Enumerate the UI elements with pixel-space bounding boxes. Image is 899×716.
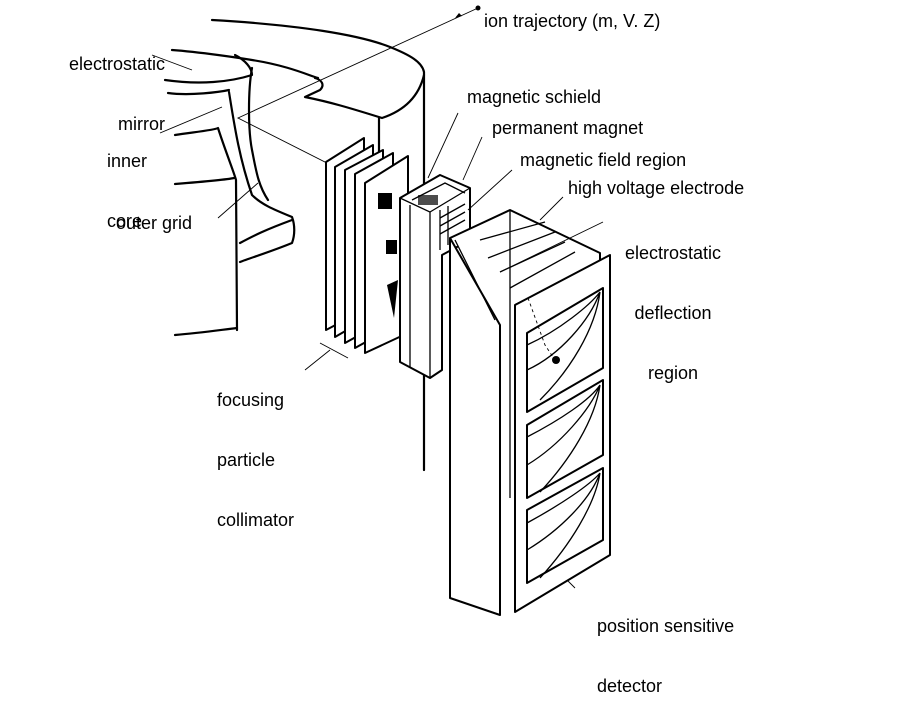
label-line: inner (107, 151, 148, 171)
electrostatic-mirror (163, 18, 426, 472)
leader-lines (151, 54, 604, 589)
label-magnetic-field-region: magnetic field region (520, 150, 687, 170)
label-line: collimator (217, 510, 295, 530)
label-line: position sensitive (597, 616, 735, 636)
label-line: deflection (634, 303, 712, 323)
label-line: region (647, 363, 699, 383)
label-electrostatic-mirror: electrostatic mirror (20, 14, 165, 154)
label-line: mirror (118, 114, 165, 134)
label-line: electrostatic (68, 54, 165, 74)
label-line: core (107, 211, 143, 231)
label-line: detector (597, 676, 663, 696)
position-sensitive-detector (514, 254, 611, 613)
label-line: electrostatic (624, 243, 722, 263)
label-ion-trajectory: ion trajectory (m, V. Z) (484, 11, 661, 31)
label-permanent-magnet: permanent magnet (492, 118, 644, 138)
label-magnetic-shield: magnetic schield (467, 87, 602, 107)
label-line: focusing (217, 390, 285, 410)
label-outer-grid: outer grid (116, 213, 193, 233)
instrument-diagram (151, 5, 611, 616)
focusing-collimator-plates (325, 137, 409, 354)
label-electrostatic-deflection-region: electrostatic deflection region (608, 203, 738, 403)
label-line: particle (217, 450, 276, 470)
label-position-sensitive-detector: position sensitive detector (597, 576, 734, 716)
label-high-voltage-electrode: high voltage electrode (568, 178, 745, 198)
magnet-assembly (399, 174, 471, 379)
label-focusing-particle-collimator: focusing particle collimator (217, 350, 294, 550)
label-inner-core: inner core (107, 111, 147, 251)
